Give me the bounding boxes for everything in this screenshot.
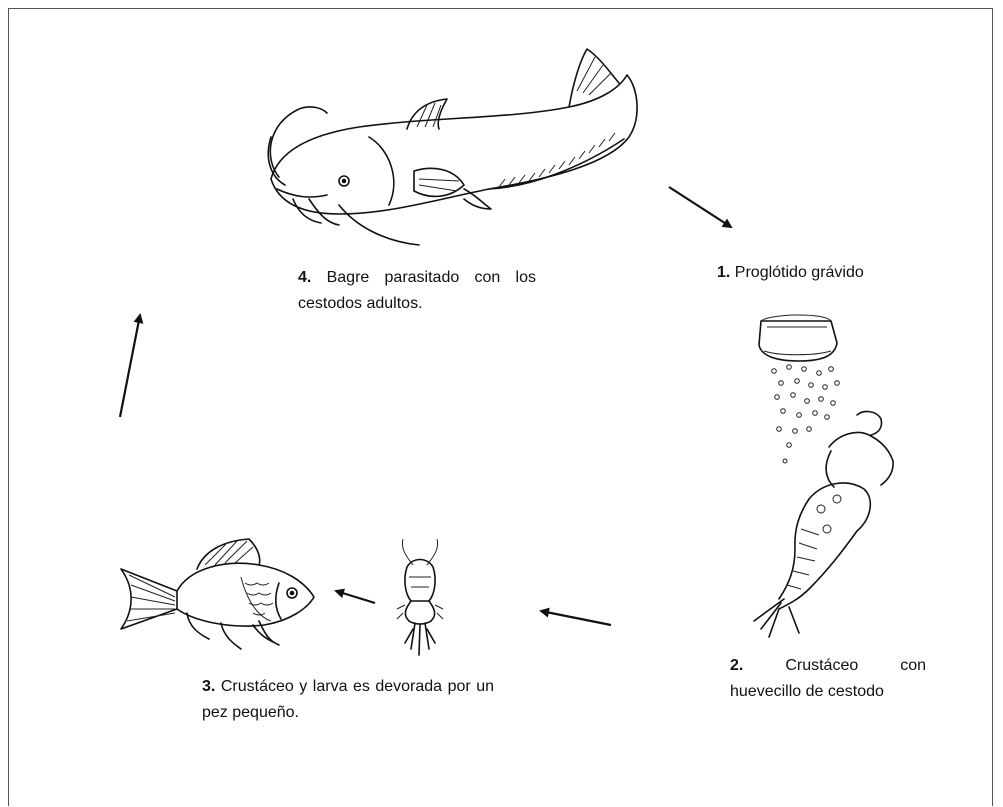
step-1-caption: 1. Proglótido grávido — [717, 260, 937, 286]
copepod-with-egg-icon — [754, 412, 893, 637]
arrow-to-step3-icon — [541, 611, 611, 625]
catfish-icon — [268, 49, 637, 245]
step-2-number: 2. — [730, 657, 743, 674]
step-1-number: 1. — [717, 264, 730, 281]
proglottid-icon — [759, 315, 839, 463]
step-4-text: Bagre parasitado con los cestodos adulto… — [298, 269, 536, 312]
copepod-larva-icon — [397, 539, 443, 655]
step-2-caption: 2. Crustáceo con huevecillo de cestodo — [730, 653, 926, 705]
step-1-text: Proglótido grávido — [735, 264, 864, 281]
step-3-number: 3. — [202, 678, 215, 695]
step-4-number: 4. — [298, 269, 311, 286]
arrow-to-step4-icon — [120, 315, 140, 417]
step-3-caption: 3. Crustáceo y larva es devorada por un … — [202, 674, 494, 726]
small-fish-icon — [121, 539, 314, 649]
arrow-to-step1-icon — [669, 187, 731, 227]
step-3-text: Crustáceo y larva es devorada por un pez… — [202, 678, 494, 721]
arrow-to-fish-icon — [336, 591, 375, 603]
diagram-frame: 4. Bagre parasitado con los cestodos adu… — [8, 8, 993, 806]
step-2-text: Crustáceo con huevecillo de cestodo — [730, 657, 926, 700]
step-4-caption: 4. Bagre parasitado con los cestodos adu… — [298, 265, 536, 317]
